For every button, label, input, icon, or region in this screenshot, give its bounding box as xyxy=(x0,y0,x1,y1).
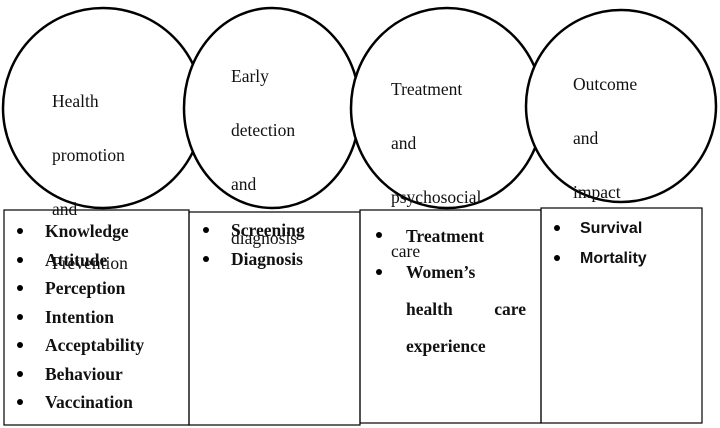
stage-title-health-promotion: Health promotion and Prevention xyxy=(52,61,128,304)
title-line: care xyxy=(391,241,421,261)
word: health xyxy=(406,299,453,319)
title-line: Prevention xyxy=(52,253,128,273)
title-line: and xyxy=(391,133,417,153)
list-item: Perception xyxy=(11,274,144,303)
title-line: impact xyxy=(573,182,621,202)
list-early-detection: Screening Diagnosis xyxy=(197,216,305,273)
word: care xyxy=(494,299,526,319)
list-treatment: Treatment Women’s health care experience xyxy=(366,218,526,365)
title-line: detection xyxy=(231,120,296,140)
stage-title-treatment: Treatment and psychosocial care xyxy=(391,49,481,292)
title-line: promotion xyxy=(52,145,125,165)
list-item: Screening xyxy=(197,216,305,245)
stage-title-early-detection: Early detection and diagnosis xyxy=(231,36,297,279)
list-item: Knowledge xyxy=(11,217,144,246)
title-line: diagnosis xyxy=(231,228,298,248)
stage-circle-outcome xyxy=(524,8,718,204)
title-line: and xyxy=(52,199,78,219)
list-item: Treatment xyxy=(366,218,526,254)
list-outcome: Survival Mortality xyxy=(548,214,647,274)
stage-title-outcome: Outcome and impact xyxy=(573,44,637,233)
title-line: and xyxy=(573,128,599,148)
title-line: Outcome xyxy=(573,74,638,94)
list-item: Acceptability xyxy=(11,331,144,360)
list-item: Intention xyxy=(11,303,144,332)
list-item-line: experience xyxy=(406,336,486,356)
title-line: and xyxy=(231,174,257,194)
stage-box-outcome xyxy=(540,207,703,424)
list-health-promotion: Knowledge Attitude Perception Intention … xyxy=(11,217,144,417)
title-line: Early xyxy=(231,66,269,86)
list-item-line: health care xyxy=(406,291,526,328)
list-item: Survival xyxy=(548,214,647,244)
title-line: Treatment xyxy=(391,79,463,99)
list-item: Attitude xyxy=(11,246,144,275)
list-item-line: Women’s xyxy=(406,262,476,282)
list-item: Diagnosis xyxy=(197,245,305,274)
list-item: Vaccination xyxy=(11,388,144,417)
list-item: Mortality xyxy=(548,244,647,274)
list-item-text: Treatment xyxy=(406,226,485,246)
title-line: Health xyxy=(52,91,99,111)
bullet-icon xyxy=(376,232,382,238)
title-line: psychosocial xyxy=(391,187,482,207)
bullet-icon xyxy=(376,269,382,275)
list-item: Behaviour xyxy=(11,360,144,389)
list-item: Women’s health care experience xyxy=(366,254,526,365)
